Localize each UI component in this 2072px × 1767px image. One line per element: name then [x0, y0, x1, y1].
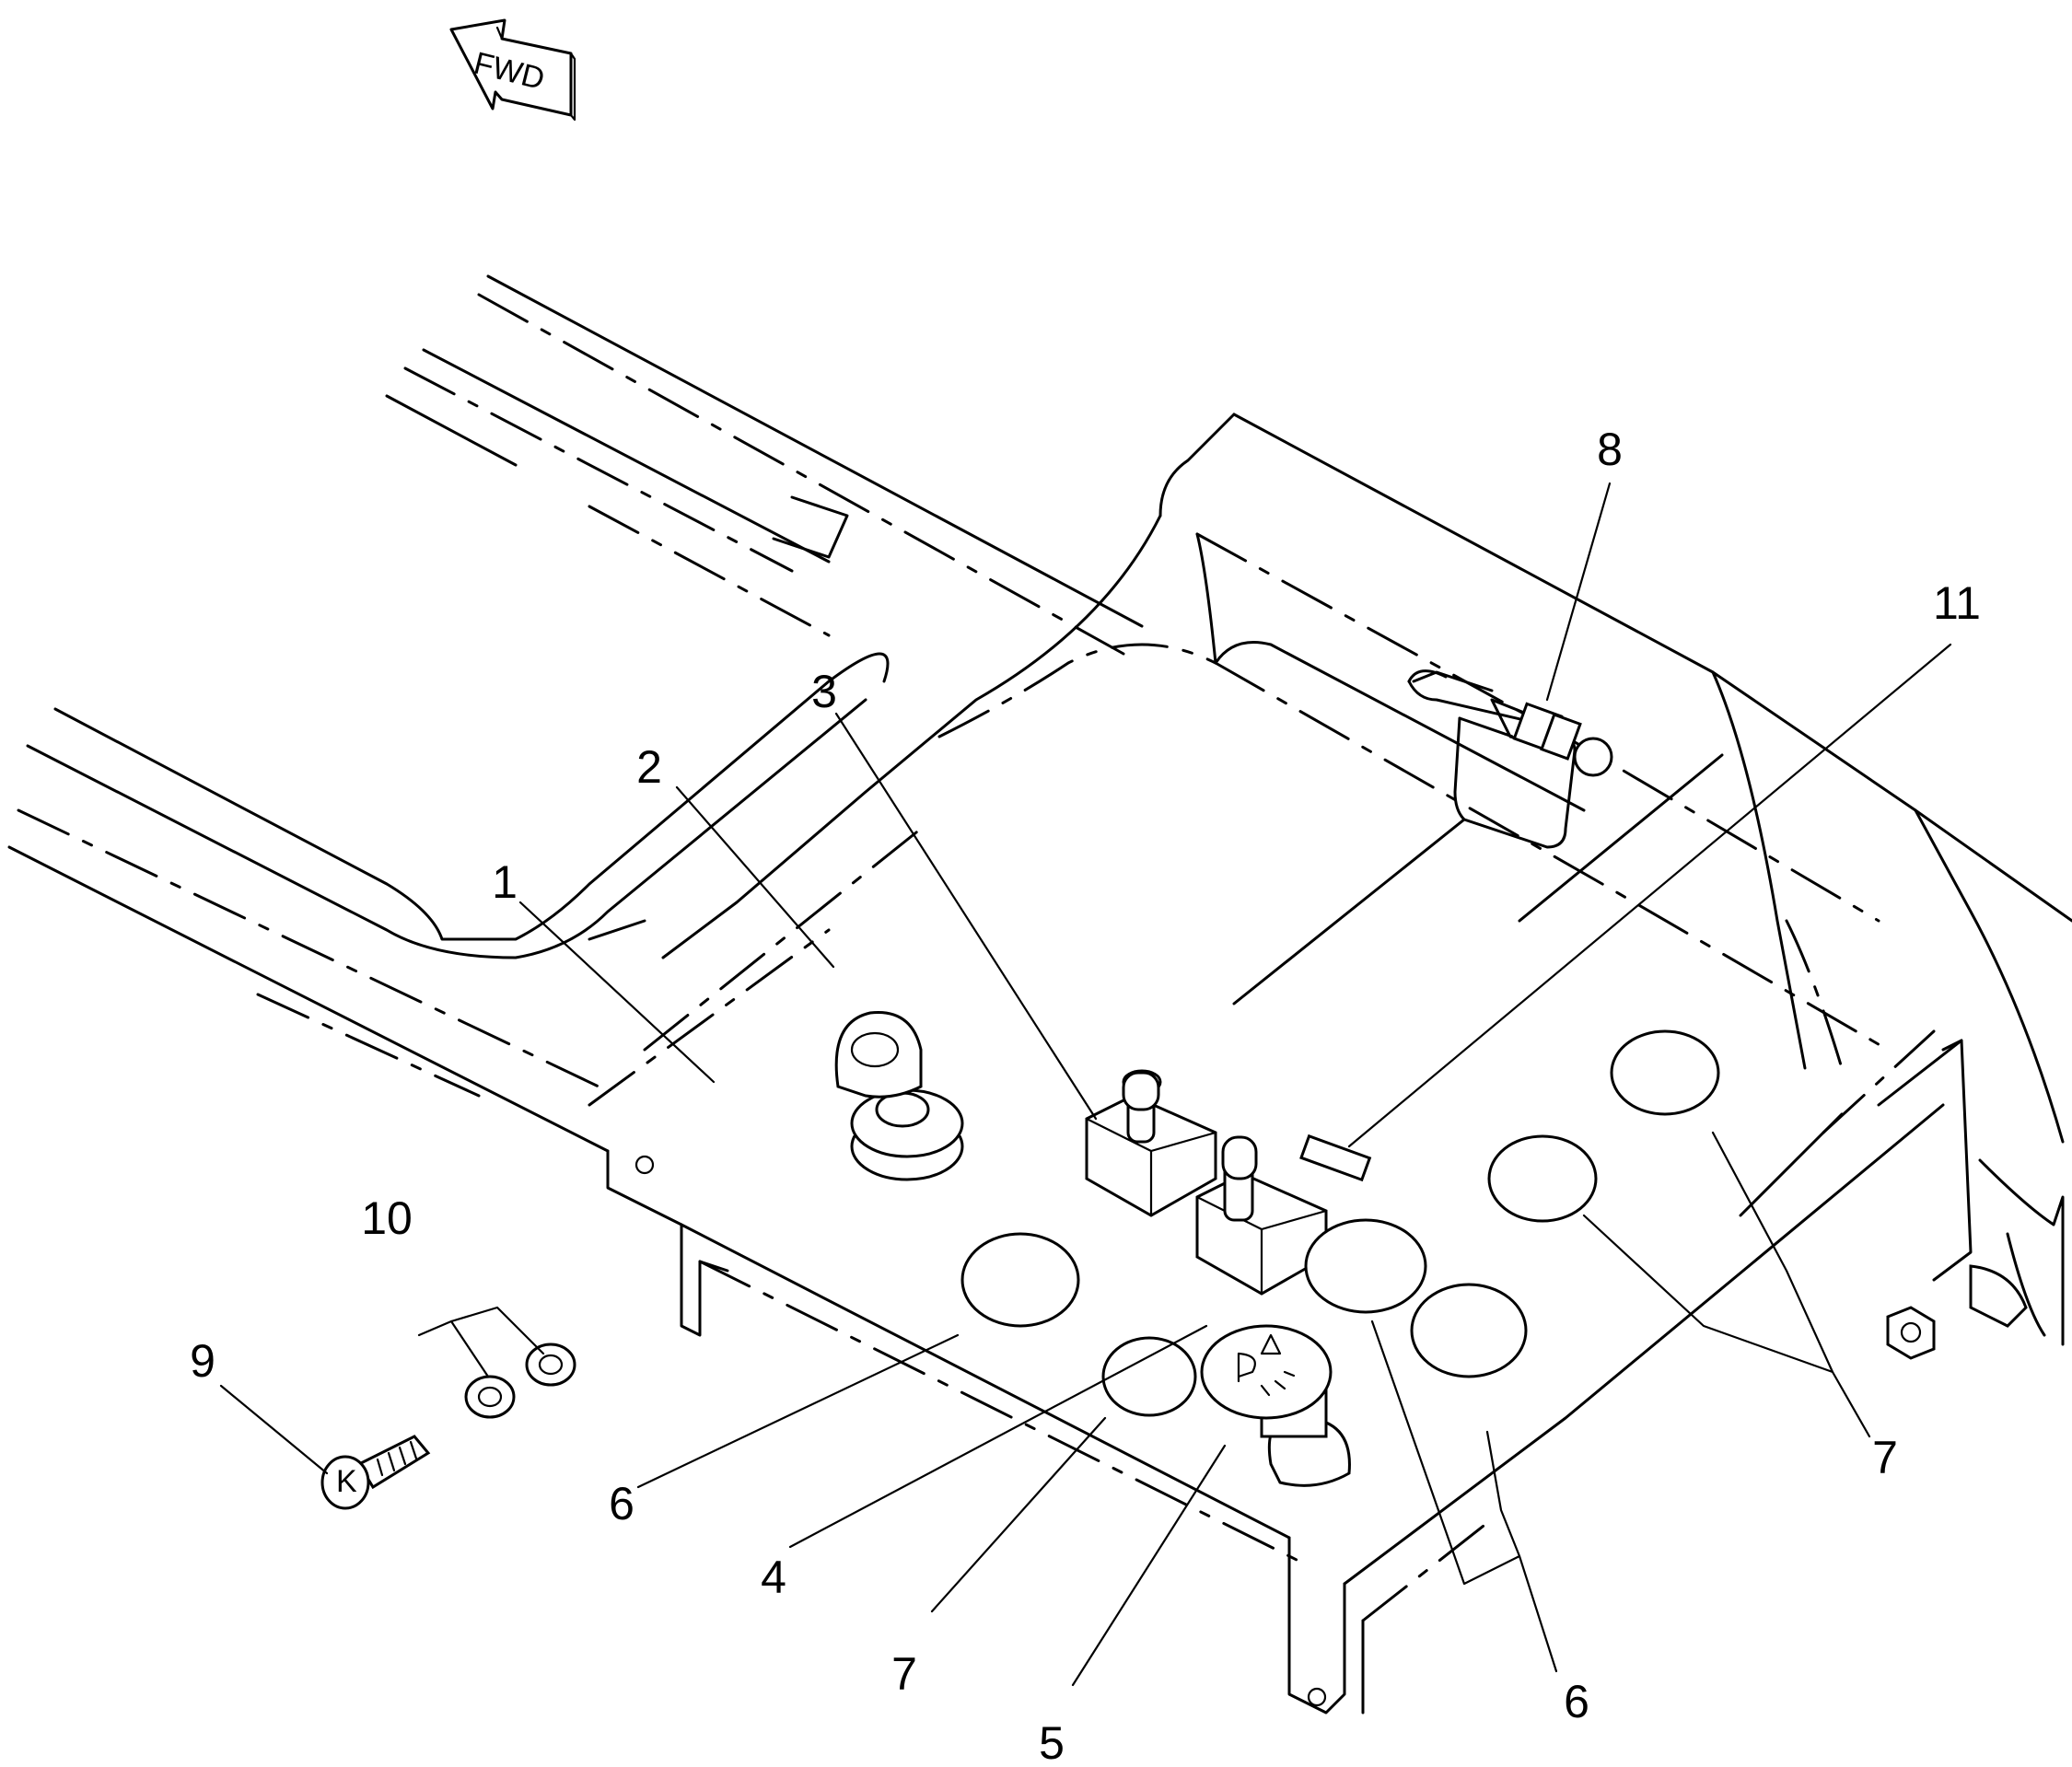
callout-10: 10	[361, 1192, 413, 1244]
frame-rails	[7, 274, 1144, 1153]
label-plate	[1299, 1133, 1372, 1182]
cap-left	[960, 1232, 1080, 1328]
callout-7b: 7	[1872, 1432, 1898, 1483]
callout-6b: 6	[1564, 1676, 1589, 1727]
callout-5: 5	[1039, 1717, 1065, 1767]
toggle-switch-a-icon	[1085, 1069, 1217, 1217]
leader-lines	[219, 482, 1952, 1687]
fwd-arrow-icon: FWD	[449, 18, 576, 122]
callout-7a: 7	[891, 1648, 917, 1700]
lamp-switch-knob	[1200, 1324, 1351, 1487]
cap-small	[1101, 1336, 1197, 1417]
svg-text:K: K	[336, 1464, 357, 1499]
washers-icon	[464, 1343, 576, 1419]
blank-caps	[960, 1029, 1720, 1417]
cap-center-a	[1304, 1218, 1427, 1314]
console-body	[606, 413, 2072, 1715]
key-switch-icon	[834, 1011, 964, 1181]
lamp-sensor-icon	[1490, 698, 1613, 777]
cap-center-b	[1410, 1283, 1528, 1378]
callout-numbers: 1 2 3 4 5 6 6 7 7 8 9 10 11	[190, 424, 1981, 1767]
callout-8: 8	[1597, 424, 1623, 475]
callout-1: 1	[492, 856, 518, 908]
cap-right-b	[1610, 1029, 1720, 1116]
callout-6a: 6	[609, 1478, 634, 1529]
callout-2: 2	[636, 741, 662, 793]
end-bolt-icon	[1886, 1264, 2028, 1360]
gauge-housing	[1232, 669, 1724, 1006]
screw-icon: K	[320, 1435, 431, 1510]
cap-right-a	[1487, 1134, 1598, 1223]
callout-3: 3	[811, 666, 837, 717]
callout-11: 11	[1933, 577, 1981, 629]
toggle-switch-b-icon	[1195, 1135, 1328, 1296]
callout-4: 4	[761, 1552, 786, 1603]
callout-9: 9	[190, 1335, 215, 1387]
